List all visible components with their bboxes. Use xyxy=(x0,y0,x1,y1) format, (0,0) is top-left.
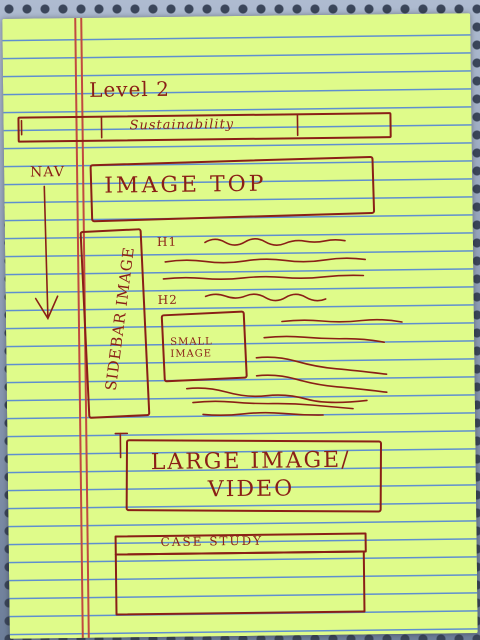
text-line-1 xyxy=(164,257,366,264)
nav-arrow-shaft xyxy=(43,185,49,318)
text-line-6 xyxy=(255,374,388,394)
text-line-5 xyxy=(255,356,388,376)
text-line-4 xyxy=(263,335,386,344)
text-line-3 xyxy=(281,318,403,323)
text-line-8 xyxy=(192,400,354,410)
large-image-marker xyxy=(114,432,129,459)
text-line-2 xyxy=(162,274,365,280)
sketch-strokes xyxy=(20,114,403,459)
text-line-7 xyxy=(185,387,368,404)
notepad-page: Level 2 Sustainability NAV IMAGE TOP SID… xyxy=(2,13,478,639)
nav-arrow-head xyxy=(34,295,59,321)
text-line-9 xyxy=(202,411,324,417)
h2-squiggle xyxy=(204,293,327,302)
h1-squiggle xyxy=(204,238,346,246)
